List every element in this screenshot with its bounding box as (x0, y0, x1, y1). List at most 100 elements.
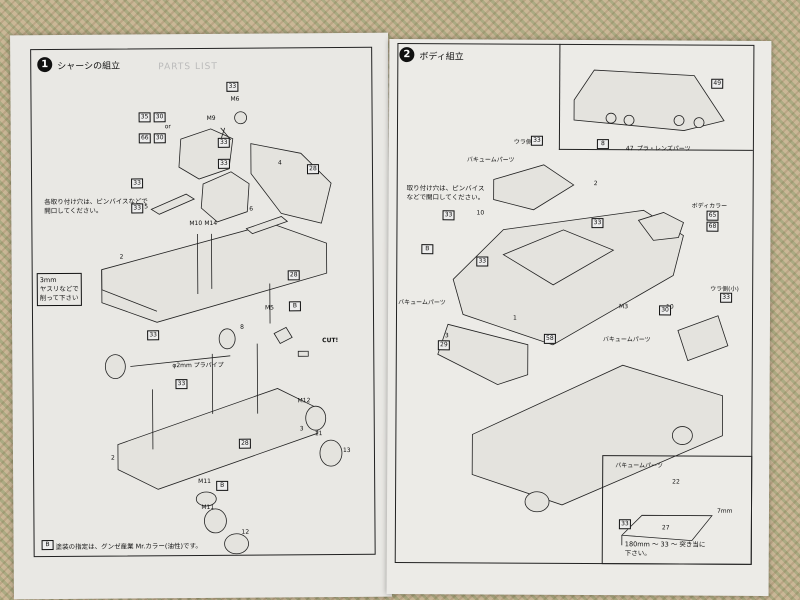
drill-holes-note: 取り付け穴は、ピンバイス などで開口してください。 (406, 184, 485, 202)
part-label: M10 (189, 219, 203, 228)
paint-code-box: 33 (530, 135, 543, 146)
paint-code-box: 28 (306, 164, 320, 175)
body-color-label: ボディカラー (691, 202, 728, 210)
lens-4 (693, 117, 705, 129)
wheel-front-left (104, 354, 126, 379)
side-rail-part-5 (150, 193, 196, 215)
instruction-page-left: 1 シャーシの組立 PARTS LIST 各取り付け穴は、ピンバイスなど (10, 32, 392, 600)
vacuum-part-detail (620, 514, 713, 546)
assembly-lines (152, 343, 259, 450)
part-label: 6 (249, 205, 254, 213)
plastic-pipe (130, 355, 231, 367)
paint-code-box: 49 (711, 78, 724, 89)
paint-code-box: 33 (226, 81, 239, 92)
lens-parts-label: プラ・レンズパーツ (636, 145, 691, 153)
chassis-edge (101, 269, 158, 312)
body-diagram (437, 69, 729, 546)
inset-title: バキュームパーツ (615, 462, 663, 470)
windshield-vacuum-part (493, 164, 575, 211)
paint-code-box: 33 (442, 210, 455, 221)
part-label: 47 (625, 145, 634, 153)
or-label: or (164, 123, 171, 131)
lower-body-assembly (471, 364, 723, 506)
paint-code-box: 33 (476, 256, 489, 267)
front-wheel (524, 491, 550, 513)
paint-code-box: 58 (543, 333, 556, 344)
wheel-m11 (204, 508, 227, 534)
paint-code-box: 33 (175, 379, 188, 390)
part-label: 3 (299, 425, 304, 433)
rear-wheel (671, 426, 693, 445)
part-label: M6 (230, 95, 240, 103)
inset-handwritten-note: 180mm ～ 33 ～ 突き当に 下さい。 (624, 540, 706, 558)
car-body-shell (452, 209, 684, 346)
side-rail-part-6 (245, 215, 289, 235)
paint-code-box: 33 (217, 137, 230, 148)
wheel-front-right (218, 328, 236, 350)
front-bumper-part (437, 323, 529, 386)
dimension-label: 27 (661, 524, 670, 532)
dimension-label: 22 (672, 478, 680, 486)
part-label: 13 (342, 446, 351, 455)
chassis-diagram (101, 111, 343, 555)
paint-code-box: 33 (147, 330, 160, 341)
seat-upper (178, 128, 234, 180)
part-label: 8 (240, 323, 244, 331)
wheel-rear-hub (305, 405, 327, 431)
paint-footer-note: 塗装の指定は、グンゼ産業 Mr.カラー(油性)です。 (55, 541, 202, 552)
part-label: 12 (241, 528, 250, 536)
paint-code-box: B (421, 244, 434, 255)
dimension-label: 7mm (716, 507, 733, 515)
paint-code-box: 33 (131, 203, 144, 214)
part-label: 2 (119, 253, 124, 261)
paint-code-box: 65 (706, 210, 719, 221)
part-m5 (273, 326, 293, 344)
side-vent-part (677, 315, 729, 362)
rear-cover-part (250, 143, 332, 224)
paint-code-box: 68 (706, 221, 719, 232)
engine-cover (637, 212, 684, 241)
part-label: M11 (198, 477, 211, 486)
paint-code-box: 29 (437, 340, 450, 351)
pipe-label: φ2mm プラパイプ (172, 361, 224, 370)
part-label: 10 (476, 209, 485, 217)
paint-code-box: 30 (153, 112, 166, 123)
paint-code-box: 30 (659, 305, 672, 316)
footer-paint-box: B (41, 540, 54, 551)
part-label: M3 (619, 303, 629, 311)
cockpit-opening (502, 229, 615, 286)
paint-code-box: 33 (591, 218, 604, 229)
part-label: M11 (201, 503, 215, 512)
file-down-note: 3mm ヤスリなどで 削って下さい (36, 272, 82, 307)
lower-chassis-plate (117, 388, 319, 490)
lens-1 (605, 112, 617, 124)
window-back-label: ウラ側 (513, 138, 532, 146)
back-side-small-label: ウラ側(小) (710, 285, 739, 293)
part-label: 2 (110, 454, 115, 462)
paint-code-box: 66 (138, 133, 151, 144)
part-label: M12 (297, 397, 311, 405)
lens-2 (623, 114, 635, 126)
paint-code-box: B (216, 480, 229, 491)
part-label: 11 (314, 430, 323, 438)
part-label: 4 (277, 159, 282, 167)
paint-code-box: 33 (618, 519, 631, 530)
tire-rear (319, 439, 343, 467)
wheel-rim-11 (195, 491, 217, 507)
part-label: M14 (204, 219, 218, 227)
part-m6 (234, 111, 248, 125)
assembly-guide-lines (197, 233, 271, 324)
vacuum-label-windshield: バキュームパーツ (466, 156, 515, 164)
paint-code-box: 33 (217, 158, 230, 169)
part-label: M9 (206, 114, 216, 122)
paint-code-box: 30 (153, 133, 166, 144)
paint-code-box: 33 (720, 292, 733, 303)
cut-label: CUT! (322, 337, 339, 345)
vacuum-label-side: バキュームパーツ (602, 336, 651, 344)
seat-lower (200, 171, 250, 223)
part-label: M5 (264, 304, 274, 312)
instruction-page-right: 2 ボディ組立 ウラ側 バキュームパーツ 取り付け穴は、ピンバイス などで開口し… (386, 39, 772, 596)
part-label: 1 (512, 314, 517, 322)
paint-code-box: 8 (596, 139, 609, 150)
paint-code-box: 28 (238, 438, 251, 449)
